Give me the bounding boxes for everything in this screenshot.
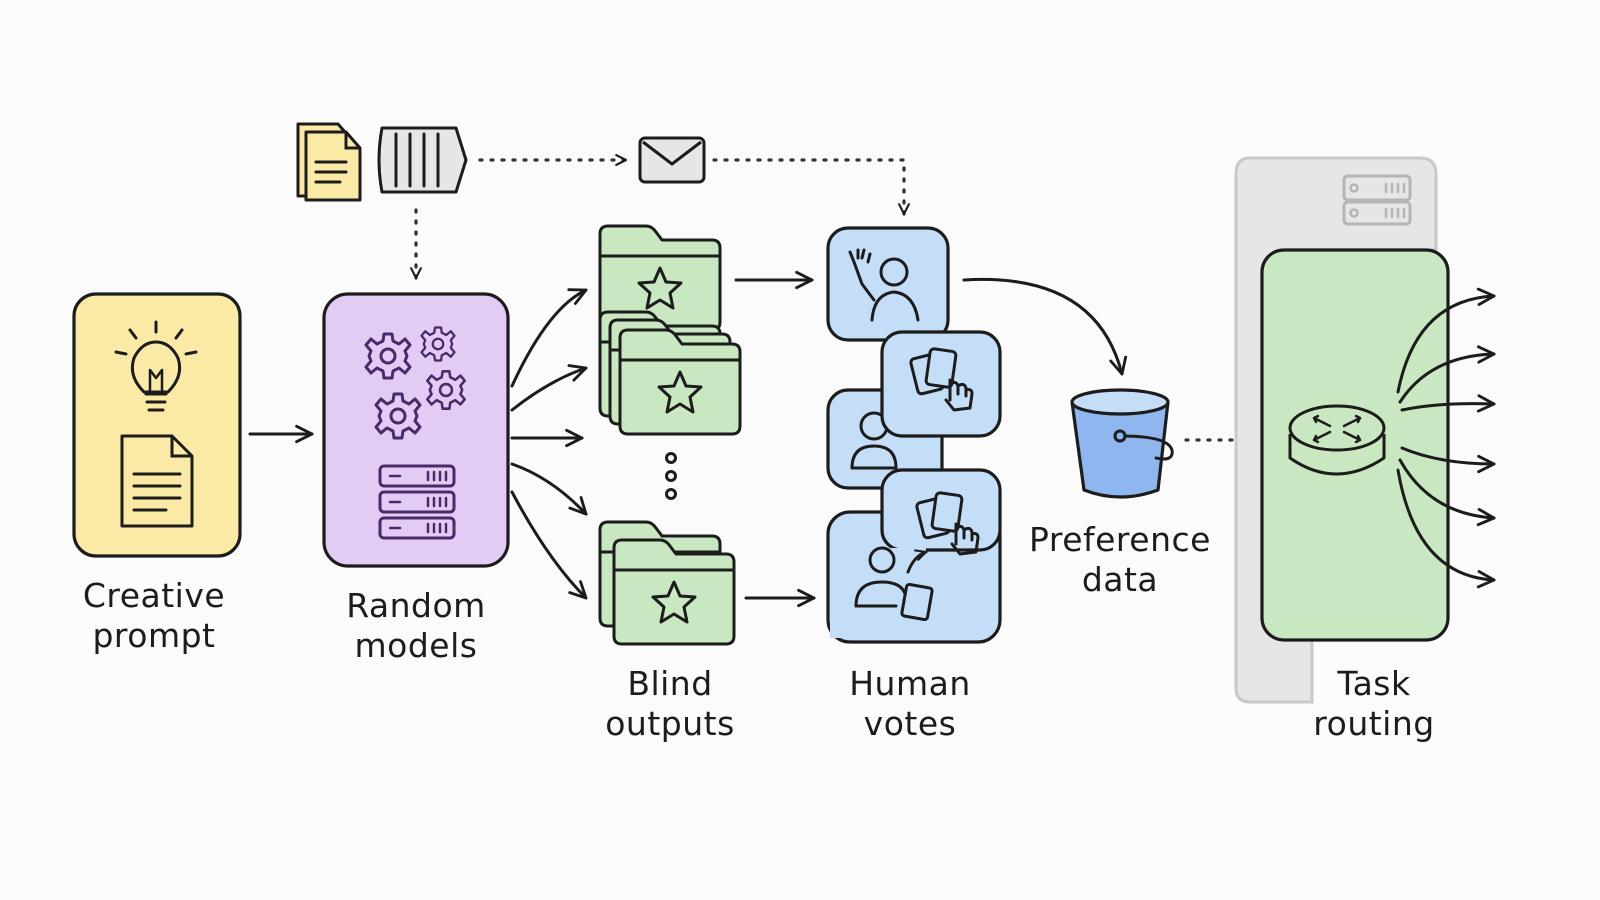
arrow-models-to-output-1: [510, 288, 588, 388]
cards-hand-icon: [880, 330, 1002, 438]
label-task-routing: Task routing: [1274, 664, 1474, 744]
label-random-models: Random models: [316, 586, 516, 666]
arrow-models-to-output-4: [510, 462, 588, 516]
random-models-card: [322, 292, 510, 568]
document-icon: [296, 122, 362, 202]
label-line-1: Human: [849, 664, 971, 703]
ellipsis-icon: [665, 452, 677, 500]
label-line-1: Task: [1337, 664, 1411, 703]
label-line-2: prompt: [92, 616, 216, 655]
lightbulb-icon: [114, 320, 198, 412]
folder-star-icon: [618, 328, 742, 436]
folder-star-icon: [612, 538, 736, 646]
envelope-icon: [638, 136, 706, 184]
creative-prompt-card: [72, 292, 242, 558]
label-line-2: models: [354, 626, 478, 665]
label-preference-data: Preference data: [1010, 520, 1230, 600]
arrow-models-to-output-2: [510, 364, 588, 412]
label-line-2: votes: [863, 704, 957, 743]
server-icon: [378, 464, 456, 540]
label-creative-prompt: Creative prompt: [54, 576, 254, 656]
arrow-models-to-output-5: [510, 490, 588, 600]
raised-hand-person-icon: [826, 226, 950, 342]
blind-outputs-stack: [598, 224, 742, 646]
label-line-1: Creative: [82, 576, 226, 615]
label-line-2: outputs: [605, 704, 735, 743]
bucket-icon: [1070, 388, 1174, 499]
scroll-icon: [377, 126, 468, 194]
label-line-2: data: [1081, 560, 1159, 599]
label-line-2: routing: [1313, 704, 1435, 743]
label-line-1: Preference: [1029, 520, 1211, 559]
label-blind-outputs: Blind outputs: [570, 664, 770, 744]
router-icon: [1288, 404, 1386, 476]
vote-card-bottom: [826, 468, 1002, 644]
label-line-1: Random: [346, 586, 486, 625]
server-icon: [1342, 174, 1412, 226]
label-human-votes: Human votes: [810, 664, 1010, 744]
prompt-document-icon: [120, 434, 194, 528]
human-votes-stack: [826, 226, 1002, 644]
dotted-arrow-envelope-to-votes: [712, 158, 910, 216]
label-line-1: Blind: [627, 664, 713, 703]
routing-output-arrows: [1396, 287, 1496, 589]
task-routing-card: [1260, 248, 1450, 642]
arrow-votes-to-preference: [962, 277, 1128, 376]
